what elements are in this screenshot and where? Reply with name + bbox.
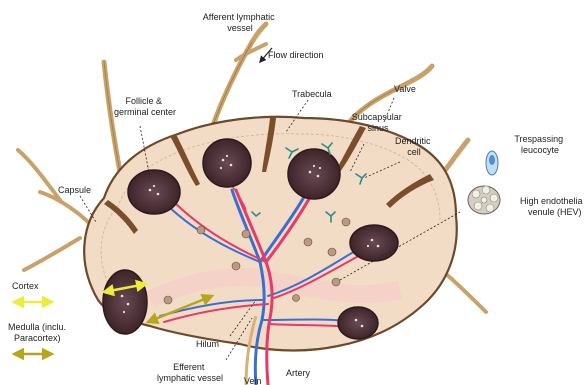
label-cortex: Cortex [12,281,39,291]
trespassing-leucocyte-icon [486,151,498,175]
label-flow-direction: Flow direction [268,50,324,60]
label-vein: Vein [244,376,262,385]
label-valve: Valve [394,84,416,94]
label-follicle: Follicle & germinal center [114,96,176,117]
label-medulla: Medulla (inclu. Paracortex) [8,322,69,343]
label-hev: High endothelia venule (HEV) [520,196,585,217]
label-trespassing-leucocyte: Trespassing leucocyte [514,134,565,155]
label-hilum: Hilum [196,339,219,349]
label-efferent-lymphatic: Efferent lymphatic vessel [157,362,223,383]
hev-inset [468,186,500,214]
label-capsule: Capsule [58,185,91,195]
label-trabecula: Trabecula [292,89,332,99]
label-artery: Artery [286,368,311,378]
